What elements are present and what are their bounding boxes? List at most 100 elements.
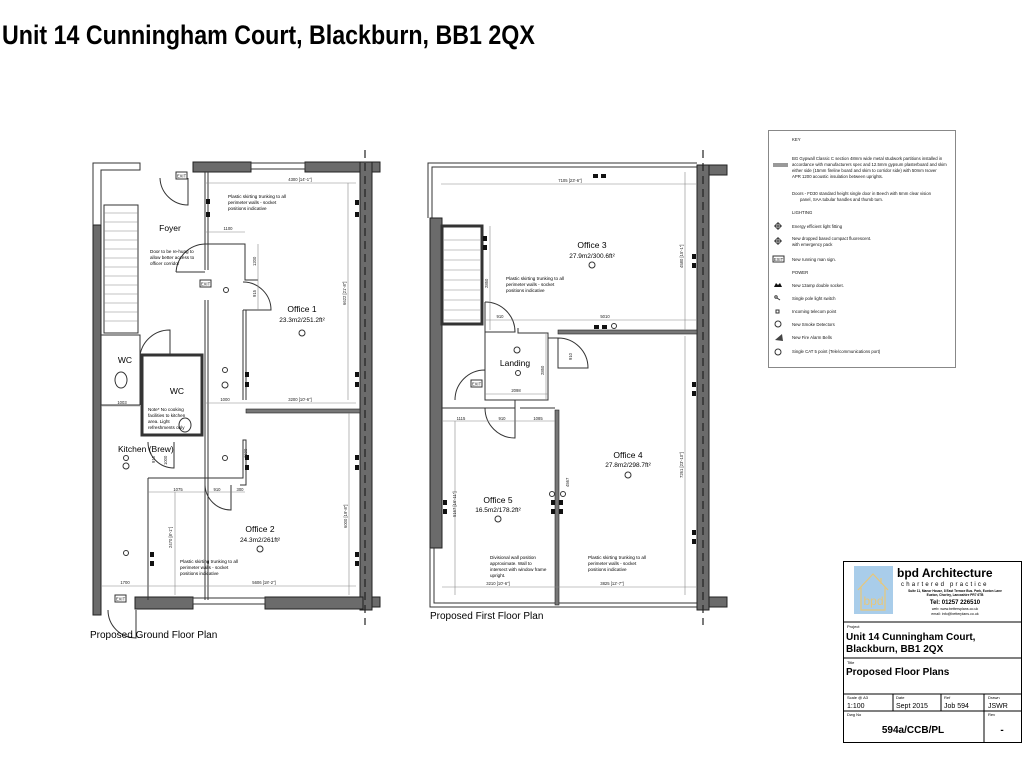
title-block: bpd bpd Architecture chartered practice … [843, 561, 1022, 743]
room-label-office-3: Office 3 [577, 240, 606, 250]
dimension-label: 915 [151, 455, 156, 463]
dimension-label: 3200 [10'-6"] [288, 397, 311, 402]
key-partition-text: BG Gypwall Classic C section 48mm wide m… [792, 156, 947, 179]
key-item-label: New running man sign. [792, 257, 836, 262]
gf-wall-bottom-left [134, 596, 194, 610]
room-label-kitchen: Kitchen (Brew) [118, 444, 174, 454]
dimension-label: 5010 [600, 314, 610, 319]
key-item-label: New Smoke Detectors [792, 322, 835, 327]
smoke-detector-icon [122, 329, 306, 553]
light-fitting-icon [774, 222, 782, 230]
room-area-office-2: 24.3m2/261ft² [240, 537, 281, 544]
gf-window-top [250, 162, 306, 170]
scale-value: 1:100 [847, 703, 865, 710]
revision-value: - [1000, 725, 1003, 736]
ff-stair-treads [444, 239, 480, 321]
ff-stair-enclosure [440, 224, 484, 326]
dimension-label: 2850 [540, 365, 545, 375]
dimension-label: 1200 [252, 256, 257, 266]
ff-wall-right-stub [708, 164, 728, 176]
smoke-detector-icon [494, 261, 632, 523]
gf-wall-right-stub [371, 161, 381, 173]
gf-staircase [103, 204, 139, 334]
gf-door-exit[interactable] [107, 609, 137, 639]
dimension-label: 5167 [16'-11"] [452, 492, 457, 518]
ff-door-office4[interactable] [557, 337, 589, 369]
fire-alarm-bell-icon [775, 334, 783, 341]
room-label-office-5: Office 5 [483, 495, 512, 505]
ff-office5-wall [442, 400, 555, 409]
scale-label: Scale @ A3 [847, 695, 869, 700]
gf-office1-partition [205, 243, 258, 400]
key-item-label: New 13amp double socket. [792, 283, 844, 288]
company-tagline: chartered practice [901, 582, 989, 588]
project-label: Project [847, 624, 860, 629]
wc-toilet-icon [178, 417, 192, 433]
drawing-number-label: Dwg No [847, 712, 862, 717]
drawing-number: 594a/CCB/PL [882, 725, 944, 736]
svg-text:bpd: bpd [863, 594, 883, 608]
dimension-label: 2470 [8'-1"] [168, 527, 173, 548]
gf-wc1-walls [101, 334, 141, 406]
room-label-office-1: Office 1 [287, 304, 316, 314]
dimension-label: 6622 [21'-8"] [342, 282, 347, 305]
fluorescent-icon [774, 237, 782, 245]
svg-text:EXIT: EXIT [116, 597, 126, 602]
gf-door-entrance[interactable] [159, 177, 189, 206]
key-doors-text: Doors - FD30 standard height single door… [792, 191, 932, 202]
ff-stud-partition-vertical [554, 409, 560, 606]
light-fitting-icon [123, 287, 229, 556]
ff-landing-walls [484, 302, 558, 401]
room-label-wc-1: WC [118, 355, 132, 365]
first-floor-plan-label: Proposed First Floor Plan [430, 611, 543, 622]
exit-sign-icon: EXIT [114, 594, 127, 603]
gf-wall-top-left [192, 161, 252, 173]
double-socket-icon [774, 283, 782, 287]
key-legend: KEY BG Gypwall Classic C section 48mm wi… [768, 130, 956, 368]
telecom-point-icon [775, 309, 780, 314]
exit-sign-icon: EXIT [175, 171, 188, 180]
gf-wall-right-stub-b [371, 596, 381, 608]
dimension-label: 7105 [23'-6"] [558, 178, 581, 183]
ground-floor-plan: EXIT EXIT EXIT Foyer Office 1 23.3m2/251… [90, 150, 381, 641]
gf-door-foyer[interactable] [175, 243, 206, 273]
gf-door-wc1[interactable] [139, 329, 171, 356]
gf-stair-treads [104, 212, 138, 322]
gf-dimension-lines [101, 182, 356, 595]
dimension-label: 2850 [484, 278, 489, 288]
key-power-heading: POWER [792, 270, 808, 275]
room-label-wc-2: WC [170, 386, 184, 396]
gf-wall-left [92, 224, 102, 616]
ff-wall-right-stub-b [708, 596, 728, 608]
gf-door-kitchen[interactable] [147, 441, 175, 469]
dimension-label: 1000 [220, 397, 230, 402]
ff-door-office3[interactable] [484, 301, 516, 333]
gf-door-office1[interactable] [242, 281, 272, 311]
ff-door-office5[interactable] [484, 407, 516, 439]
drawn-label: Drawn [988, 695, 1000, 700]
key-item-label: Single pole light switch [792, 296, 836, 301]
company-address-2: Euxton, Chorley, Lancashire PR7 6TB [927, 593, 984, 597]
room-area-office-1: 23.3m2/251.2ft² [279, 317, 325, 324]
dimension-label: 1115 [457, 416, 466, 421]
logo-house-icon: bpd [857, 573, 889, 611]
drawing-title: Proposed Floor Plans [846, 667, 950, 678]
dimension-label: 6000 [19'-8"] [343, 505, 348, 528]
revision-label: Rev [988, 712, 995, 717]
gf-door-office2[interactable] [204, 484, 232, 511]
key-item-label: New Fire Alarm Bells [792, 335, 832, 340]
dimension-label: 1003 [117, 400, 127, 405]
ff-door-landing[interactable] [454, 369, 486, 401]
gf-wall-right [359, 161, 373, 611]
room-label-office-2: Office 2 [245, 524, 274, 534]
ff-top-window-frame [427, 162, 697, 218]
dimension-label: 1600 [243, 448, 248, 458]
svg-text:EXIT: EXIT [472, 382, 482, 387]
double-socket-icon [443, 174, 696, 544]
svg-text:EXIT: EXIT [774, 257, 784, 262]
project-line-2: Blackburn, BB1 2QX [846, 644, 944, 655]
room-area-office-5: 16.5m2/178.2ft² [475, 507, 521, 514]
